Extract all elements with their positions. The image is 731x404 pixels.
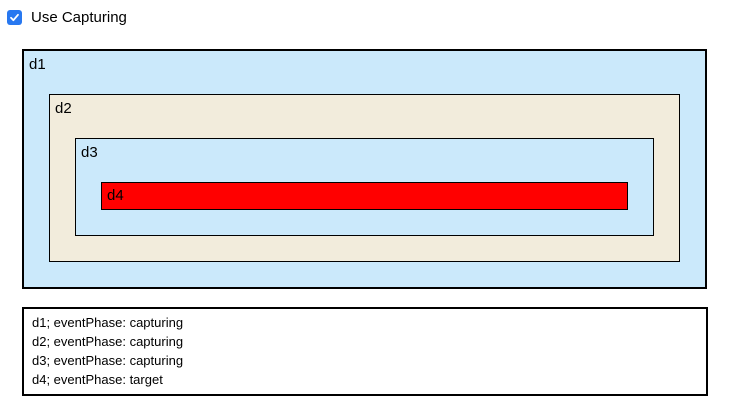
- event-box-d2[interactable]: d2 d3 d4: [49, 94, 680, 262]
- event-log-line: d4; eventPhase: target: [32, 372, 163, 387]
- event-box-d3-label: d3: [81, 144, 98, 161]
- event-log-line: d3; eventPhase: capturing: [32, 353, 184, 368]
- event-box-d1[interactable]: d1 d2 d3 d4: [22, 49, 707, 289]
- use-capturing-control: Use Capturing: [0, 0, 731, 26]
- event-box-d3[interactable]: d3 d4: [75, 138, 654, 236]
- event-box-d2-label: d2: [55, 100, 72, 117]
- check-icon: [9, 12, 20, 23]
- event-log-line: d2; eventPhase: capturing: [32, 334, 184, 349]
- use-capturing-checkbox[interactable]: [7, 10, 22, 25]
- event-log: d1; eventPhase: capturing d2; eventPhase…: [22, 307, 708, 396]
- event-box-d4-label: d4: [107, 187, 124, 204]
- event-box-d1-label: d1: [29, 56, 46, 73]
- event-box-d4[interactable]: d4: [101, 182, 628, 210]
- use-capturing-label[interactable]: Use Capturing: [31, 9, 127, 26]
- event-log-line: d1; eventPhase: capturing: [32, 315, 184, 330]
